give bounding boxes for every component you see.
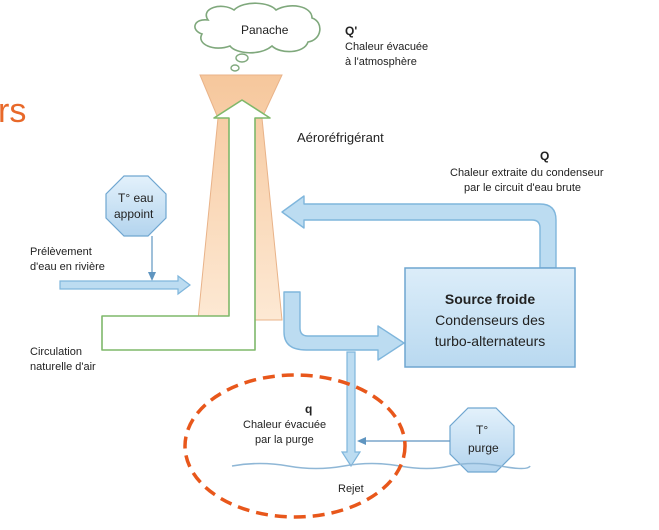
makeup-temp-octagon [106, 176, 166, 236]
q-prime-symbol: Q' [345, 24, 357, 38]
q-small-line2: par la purge [255, 434, 314, 446]
purge-temp-pointer-head [357, 437, 366, 445]
q-small-line1: Chaleur évacuée [243, 419, 326, 431]
cold-source-line2: turbo-alternateurs [435, 333, 546, 349]
q-big-symbol: Q [540, 149, 549, 163]
natural-air-line2: naturelle d'air [30, 361, 96, 373]
purge-pipe-arrow [342, 352, 360, 466]
discharge-label: Rejet [338, 483, 364, 495]
cold-source-line1: Condenseurs des [435, 312, 545, 328]
q-big-line2: par le circuit d'eau brute [464, 182, 581, 194]
intake-arrow [60, 276, 190, 294]
q-small-symbol: q [305, 402, 312, 416]
highlight-dashed-circle [185, 375, 405, 517]
plume-cloud [195, 3, 320, 71]
plume-label: Panache [241, 23, 289, 37]
q-big-line1: Chaleur extraite du condenseur [450, 167, 604, 179]
makeup-temp-line1: T° eau [118, 191, 153, 205]
intake-line1: Prélèvement [30, 246, 92, 258]
purge-temp-line2: purge [468, 441, 499, 455]
purge-temp-octagon [450, 408, 514, 472]
partial-heading: rs [0, 92, 26, 130]
q-prime-line2: à l'atmosphère [345, 56, 417, 68]
makeup-temp-line2: appoint [114, 207, 154, 221]
cold-source-title: Source froide [445, 291, 535, 307]
makeup-temp-pointer-head [148, 272, 156, 281]
feed-pipe-arrow [284, 292, 404, 360]
q-prime-line1: Chaleur évacuée [345, 41, 428, 53]
purge-temp-line1: T° [476, 423, 488, 437]
return-pipe-arrow [282, 196, 556, 268]
tower-label: Aéroréfrigérant [297, 130, 384, 145]
natural-air-line1: Circulation [30, 346, 82, 358]
intake-line2: d'eau en rivière [30, 261, 105, 273]
